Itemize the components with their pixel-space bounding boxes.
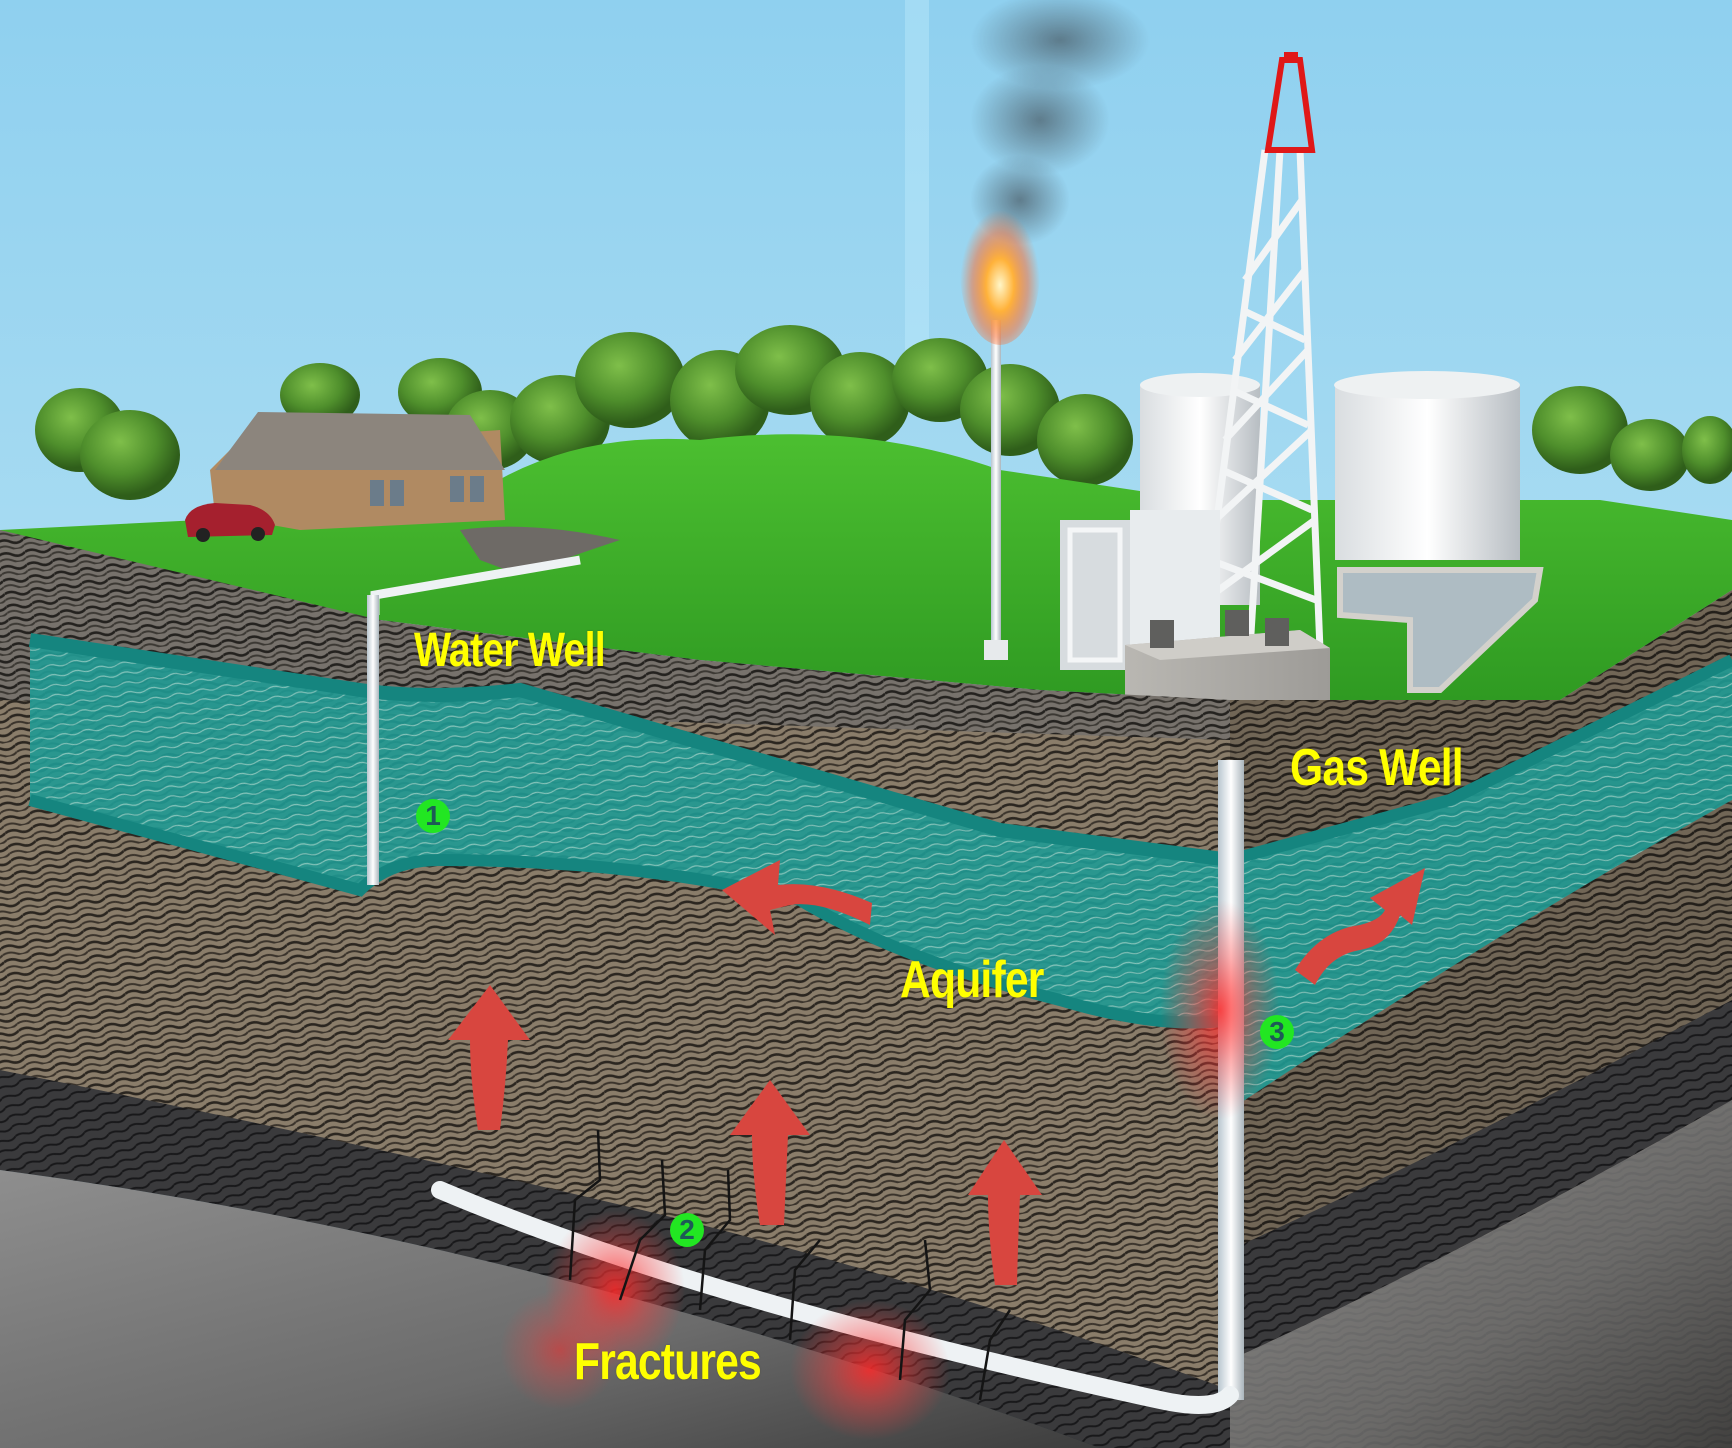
aquifer-right — [1230, 660, 1732, 1110]
derrick-crown — [1264, 52, 1316, 153]
arrow-aquifer-left — [722, 860, 872, 935]
label-water-well: Water Well — [414, 624, 606, 677]
label-fractures: Fractures — [574, 1333, 762, 1391]
aquifer-front — [30, 640, 1230, 1023]
shale-band-right — [1230, 1000, 1732, 1360]
fracture-cracks — [568, 1129, 1012, 1401]
arrow-up-left — [448, 985, 530, 1130]
smoke-plume — [970, 0, 1150, 245]
water-well-pipe — [367, 555, 581, 885]
contamination-glow — [500, 900, 1280, 1440]
label-aquifer: Aquifer — [900, 951, 1044, 1009]
red-car — [185, 503, 275, 542]
label-gas-well: Gas Well — [1290, 739, 1464, 797]
flare-stack — [960, 195, 1040, 660]
arrow-up-middle — [730, 1080, 810, 1225]
tree-line — [35, 325, 1732, 500]
arrow-up-right — [968, 1140, 1042, 1285]
arrow-aquifer-right — [1295, 868, 1425, 985]
wastewater-pit — [1337, 567, 1544, 693]
marker-1: 1 — [416, 799, 450, 833]
marker-2: 2 — [670, 1213, 704, 1247]
wellhead-equipment — [1060, 510, 1220, 670]
flow-arrows — [448, 860, 1425, 1285]
house — [210, 412, 505, 530]
marker-3: 3 — [1260, 1015, 1294, 1049]
